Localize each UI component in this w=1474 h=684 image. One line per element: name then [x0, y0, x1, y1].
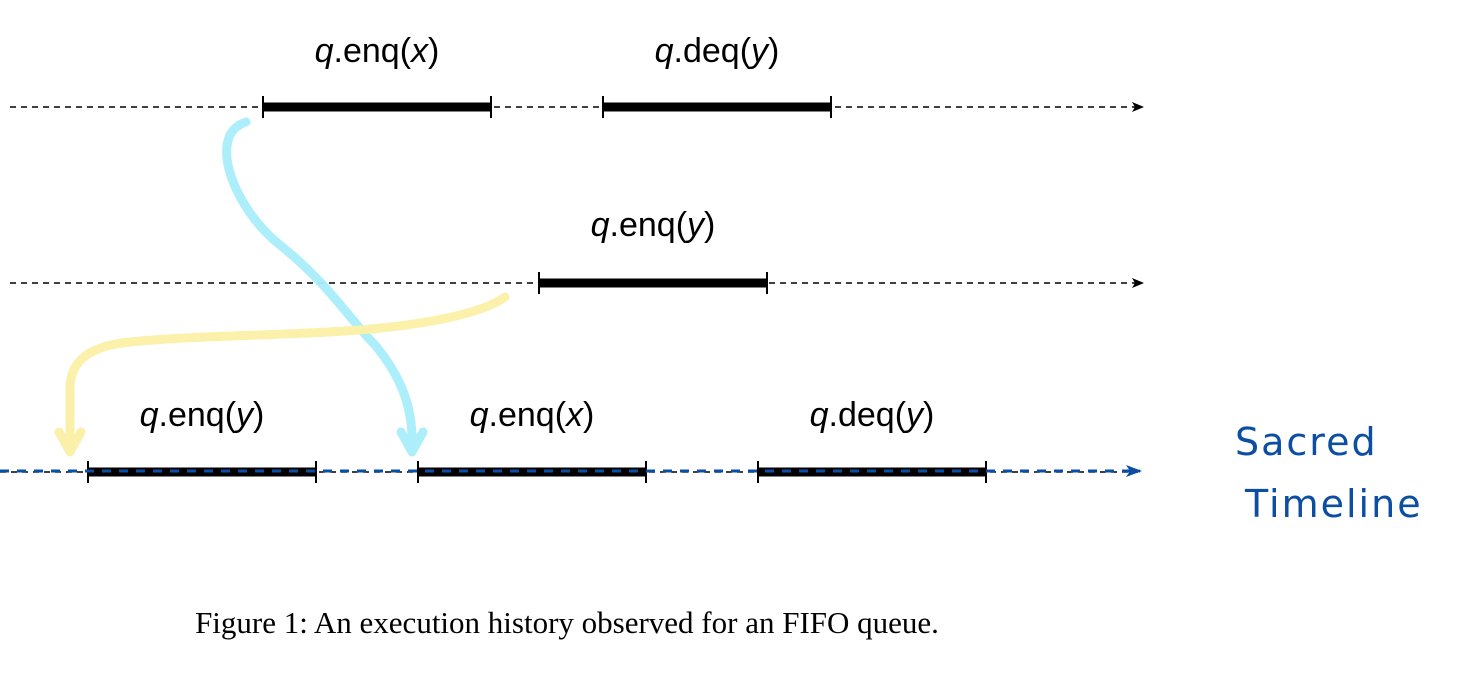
sacred-timeline-annotation: Sacred Timeline — [1235, 420, 1423, 526]
op-label-sacred-enq-x: q.enq(x) — [470, 396, 595, 434]
highlighter-arrow-yellow — [54, 292, 510, 457]
timeline-thread-b: q.enq(y) — [10, 206, 1144, 294]
op-label-sacred-deq-y: q.deq(y) — [810, 396, 935, 434]
interval-thread-b-enq-y — [538, 272, 768, 294]
op-label-thread-b-enq-y: q.enq(y) — [591, 206, 716, 244]
op-label-thread-a-deq-y: q.deq(y) — [655, 32, 780, 70]
annotation-line-2: Timeline — [1244, 482, 1423, 526]
annotation-line-1: Sacred — [1235, 420, 1378, 464]
interval-thread-a-deq-y — [602, 96, 832, 118]
timeline-thread-a: q.enq(x) q.deq(y) — [10, 32, 1144, 118]
timeline-sacred: q.enq(y) q.enq(x) q.deq(y) — [0, 396, 1142, 483]
op-label-thread-a-enq-x: q.enq(x) — [315, 32, 440, 70]
op-label-sacred-enq-y: q.enq(y) — [140, 396, 265, 434]
interval-thread-a-enq-x — [262, 96, 492, 118]
figure-caption: Figure 1: An execution history observed … — [195, 605, 939, 640]
highlighter-arrow-blue — [222, 117, 428, 457]
